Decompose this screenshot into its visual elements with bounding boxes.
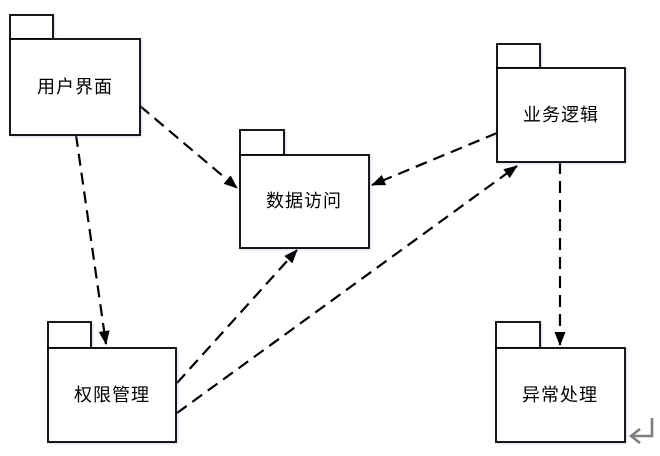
return-mark-icon [628, 418, 654, 445]
package-body [47, 347, 177, 443]
package-business-logic: 业务逻辑 [496, 43, 626, 163]
arrow-permission-management-to-business-logic [176, 165, 518, 414]
package-tab [495, 321, 541, 349]
package-data-access: 数据访问 [239, 129, 370, 249]
package-label: 业务逻辑 [523, 105, 599, 125]
package-tab [239, 129, 285, 156]
return-mark-head [628, 427, 641, 445]
package-tab [9, 14, 54, 40]
arrow-permission-management-to-data-access [176, 249, 298, 384]
dependency-arrows [74, 105, 566, 414]
package-label: 用户界面 [37, 77, 113, 97]
package-exception-handling: 异常处理 [495, 321, 626, 443]
package-body [9, 38, 141, 136]
package-tab [496, 43, 541, 69]
arrow-user-interface-to-data-access [139, 105, 238, 189]
package-body [495, 347, 626, 443]
package-body [496, 67, 626, 163]
package-user-interface: 用户界面 [9, 14, 141, 136]
package-label: 异常处理 [522, 385, 598, 405]
package-tab [47, 321, 92, 349]
package-label: 数据访问 [266, 191, 342, 211]
package-body [239, 154, 370, 249]
arrow-business-logic-to-data-access [371, 131, 498, 187]
package-label: 权限管理 [74, 385, 150, 405]
arrow-user-interface-to-permission-management [74, 134, 110, 345]
return-mark-stem [633, 418, 654, 438]
package-permission-management: 权限管理 [47, 321, 177, 443]
